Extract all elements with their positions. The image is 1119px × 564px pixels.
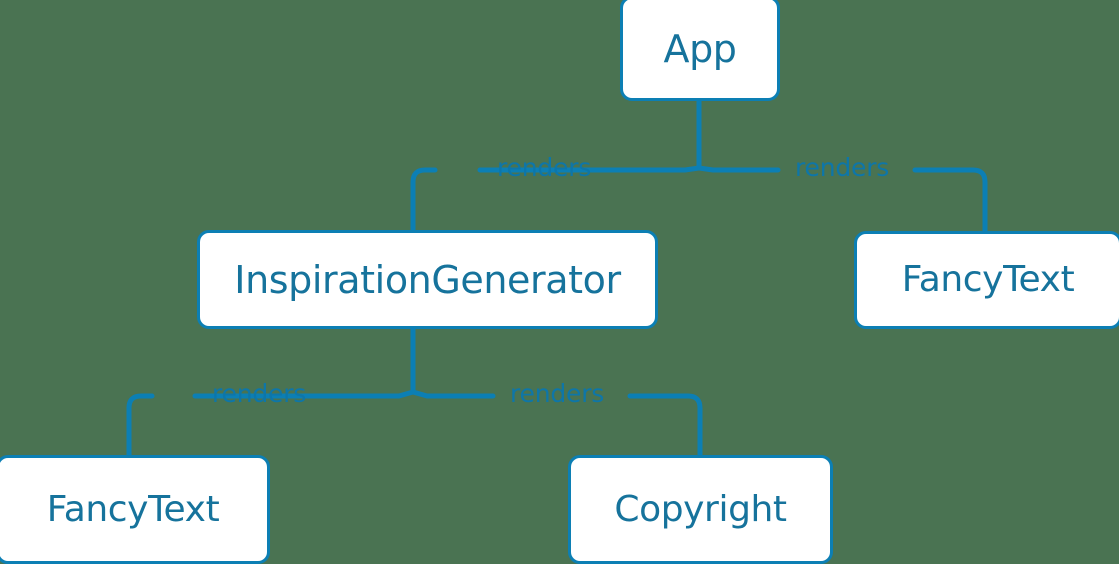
node-copyright-label: Copyright — [614, 488, 787, 530]
node-inspiration-generator-label: InspirationGenerator — [234, 257, 621, 302]
edge-app-to-inspiration-generator — [410, 165, 702, 233]
edge-label-app-to-inspiration-generator: renders — [497, 153, 592, 182]
node-fancytext-right-label: FancyText — [901, 259, 1075, 300]
node-copyright[interactable]: Copyright — [568, 455, 833, 564]
edge-app-to-fancytext-right — [696, 165, 988, 234]
node-inspiration-generator[interactable]: InspirationGenerator — [197, 230, 658, 329]
node-fancytext-bottom-label: FancyText — [46, 488, 220, 530]
edge-label-app-to-fancytext-right: renders — [795, 153, 890, 182]
node-fancytext-right[interactable]: FancyText — [854, 231, 1119, 329]
edge-label-inspiration-generator-to-copyright: renders — [510, 379, 605, 408]
edge-label-inspiration-generator-to-fancytext-bottom: renders — [212, 379, 307, 408]
node-fancytext-bottom[interactable]: FancyText — [0, 455, 270, 564]
node-app-label: App — [663, 26, 737, 71]
edge-ig-to-copyright — [410, 389, 703, 458]
edge-ig-to-fancytext-bottom — [126, 389, 416, 458]
node-app[interactable]: App — [620, 0, 780, 101]
